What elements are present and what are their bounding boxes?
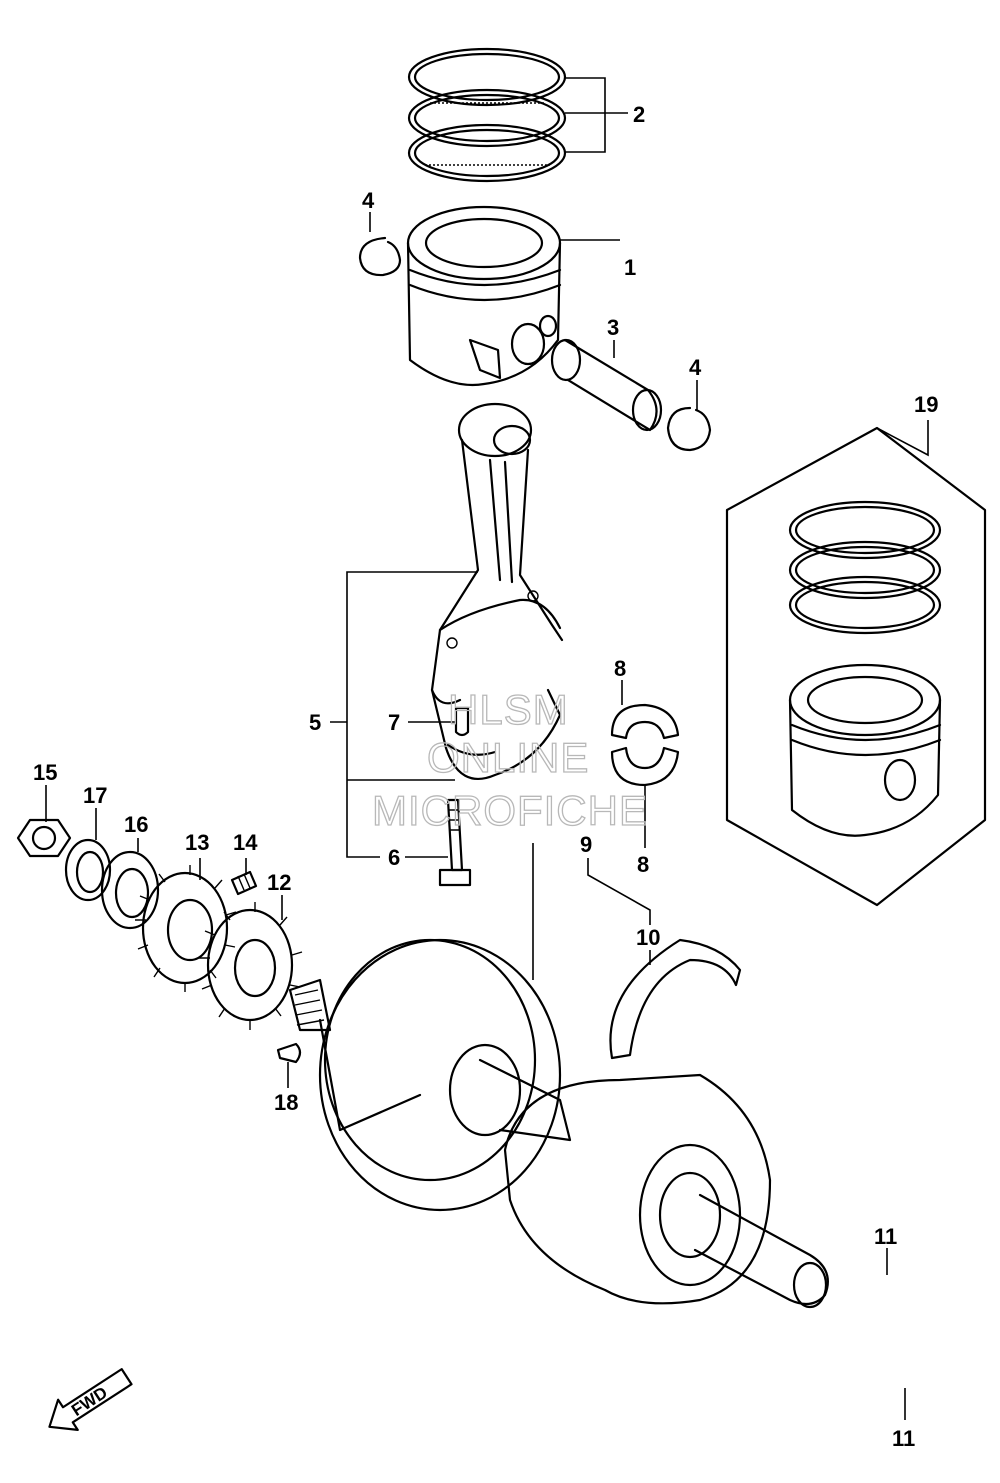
circlip-right[interactable] <box>666 406 712 452</box>
piston-pin[interactable] <box>550 338 663 432</box>
callout-7: 7 <box>388 710 400 735</box>
thrust-washer[interactable] <box>609 938 742 1060</box>
callout-8-top: 8 <box>614 656 626 681</box>
woodruff-key[interactable] <box>276 1042 302 1064</box>
callout-6: 6 <box>388 845 400 870</box>
set-screw[interactable] <box>230 870 258 896</box>
callout-19: 19 <box>914 392 938 417</box>
callout-10: 10 <box>636 925 660 950</box>
callout-3: 3 <box>607 315 619 340</box>
conrod-dowel[interactable] <box>454 706 470 737</box>
callout-2: 2 <box>633 102 645 127</box>
callout-11-bottom: 11 <box>892 1426 915 1451</box>
callout-1: 1 <box>624 255 636 280</box>
callout-8-bottom: 8 <box>637 852 649 877</box>
callout-15: 15 <box>33 760 57 785</box>
watermark-line-1: HLSM <box>448 686 569 733</box>
watermark-line-2: ONLINE <box>427 734 589 781</box>
callout-11-top: 11 <box>874 1224 897 1249</box>
piston-set-assembly[interactable] <box>725 426 987 907</box>
crankshaft-nut[interactable] <box>16 818 72 858</box>
callout-13: 13 <box>185 830 209 855</box>
callout-18: 18 <box>274 1090 298 1115</box>
leader-lines <box>45 77 929 1420</box>
callout-16: 16 <box>124 812 148 837</box>
fwd-direction-badge: FWD <box>48 1368 133 1431</box>
callout-17: 17 <box>83 783 107 808</box>
washer-16[interactable] <box>100 850 160 930</box>
watermark: HLSM ONLINE MICROFICHE <box>371 685 648 834</box>
callout-12: 12 <box>267 870 291 895</box>
drive-gear-13[interactable] <box>135 865 237 992</box>
conrod-bolt[interactable] <box>438 798 472 887</box>
fwd-arrow-icon <box>48 1368 133 1431</box>
callout-14: 14 <box>233 830 258 855</box>
piston-ring-set[interactable] <box>407 47 567 183</box>
watermark-line-3: MICROFICHE <box>372 787 648 834</box>
drive-gear-12[interactable] <box>199 902 303 1030</box>
crankshaft[interactable] <box>288 938 829 1309</box>
callout-4-left: 4 <box>362 188 375 213</box>
callout-4-right: 4 <box>689 355 702 380</box>
piston[interactable] <box>406 205 562 387</box>
callout-9: 9 <box>580 832 592 857</box>
fwd-label: FWD <box>68 1383 111 1420</box>
conrod-bearing-pair[interactable] <box>610 703 680 787</box>
connecting-rod[interactable] <box>430 402 564 780</box>
circlip-left[interactable] <box>358 236 402 277</box>
washer-17[interactable] <box>64 838 112 902</box>
callout-5: 5 <box>309 710 321 735</box>
